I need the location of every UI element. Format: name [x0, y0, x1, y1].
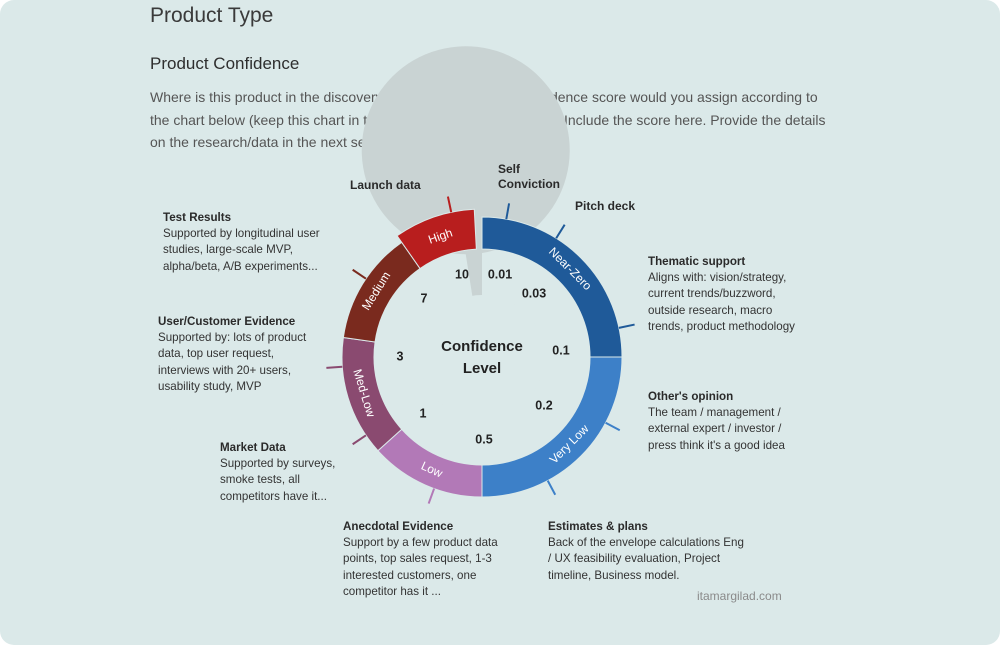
annotation-anecdotal-evidence: Anecdotal Evidence Support by a few prod… [343, 519, 513, 600]
wheel-score-label: 1 [420, 406, 427, 420]
section-subtitle: Product Confidence [150, 54, 300, 73]
wheel-band-high [396, 208, 477, 270]
wheel-inner-ring [361, 46, 570, 358]
wheel-score-label: 7 [421, 291, 428, 305]
annotation-body: Supported by surveys, smoke tests, all c… [220, 457, 336, 503]
wheel-center-label-line2: Level [463, 360, 501, 377]
wheel-tick [618, 323, 635, 329]
annotation-body: Supported by: lots of product data, top … [158, 331, 307, 393]
annotation-body: The team / management / external expert … [648, 406, 785, 452]
wheel-tick [326, 365, 343, 369]
wheel-score-label: 0.2 [535, 398, 552, 412]
wheel-score-label: 0.5 [475, 432, 492, 446]
annotation-title: User/Customer Evidence [158, 315, 296, 328]
wheel-tick [446, 196, 453, 213]
source-credit: itamargilad.com [697, 589, 782, 603]
annotation-thematic-support: Thematic support Aligns with: vision/str… [648, 254, 806, 335]
annotation-self-conviction: Self Conviction [498, 162, 560, 191]
wheel-score-label: 0.01 [488, 267, 512, 281]
annotation-title: Test Results [163, 211, 232, 224]
annotation-body: Supported by longitudinal user studies, … [163, 227, 320, 273]
annotation-body: Support by a few product data points, to… [343, 536, 498, 598]
wheel-score-label: 0.03 [522, 286, 546, 300]
wheel-tick [555, 224, 566, 239]
annotation-title: Thematic support [648, 255, 746, 268]
wheel-tick [546, 480, 557, 496]
annotation-estimates-plans: Estimates & plans Back of the envelope c… [548, 519, 746, 584]
wheel-center-disk [420, 295, 544, 419]
annotation-body: Aligns with: vision/strategy, current tr… [648, 271, 795, 333]
annotation-body: Back of the envelope calculations Eng / … [548, 536, 744, 582]
annotation-pitch-deck: Pitch deck [575, 199, 636, 213]
annotation-test-results: Test Results Supported by longitudinal u… [163, 210, 348, 275]
wheel-center-label-line1: Confidence [441, 338, 523, 355]
annotation-title: Estimates & plans [548, 520, 648, 533]
annotation-title: Market Data [220, 441, 286, 454]
wheel-tick [505, 203, 511, 220]
section-title: Product Type [150, 4, 274, 27]
wheel-tick [352, 268, 367, 280]
wheel-score-label: 10 [455, 267, 469, 281]
wheel-score-label: 3 [397, 349, 404, 363]
annotation-title: Anecdotal Evidence [343, 520, 454, 533]
annotation-launch-data: Launch data [350, 178, 421, 192]
annotation-others-opinion: Other's opinion The team / management / … [648, 389, 802, 454]
wheel-tick [427, 488, 436, 504]
annotation-user-customer-evidence: User/Customer Evidence Supported by: lot… [158, 314, 316, 395]
wheel-tick [605, 421, 621, 432]
wheel-tick [352, 434, 367, 446]
annotation-market-data: Market Data Supported by surveys, smoke … [220, 440, 355, 505]
annotation-title: Other's opinion [648, 390, 734, 403]
wheel-score-label: 0.1 [552, 343, 569, 357]
